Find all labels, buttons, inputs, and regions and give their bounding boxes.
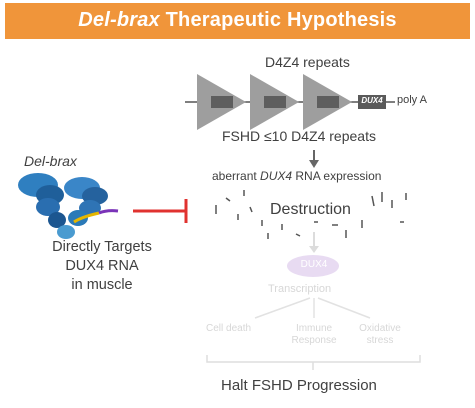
outcome-oxidative: Oxidative stress	[352, 323, 408, 347]
caption-line-1: Directly Targets	[52, 239, 152, 255]
outcome-immune-line1: Immune	[295, 323, 333, 334]
caption-line-3: in muscle	[71, 277, 133, 293]
polya-label: poly A	[397, 94, 427, 106]
faded-branch-right	[317, 297, 371, 319]
dux4-gene-box	[358, 95, 386, 109]
outcome-immune: Immune Response	[286, 323, 342, 347]
antibody-icon	[18, 173, 119, 239]
outcome-cell-death: Cell death	[206, 323, 252, 334]
d4z4-label: D4Z4 repeats	[265, 54, 350, 70]
destruction-label: Destruction	[270, 201, 351, 218]
outcome-oxidative-line1: Oxidative	[359, 323, 401, 334]
outcome-immune-line2: Response	[291, 335, 337, 346]
aberrant-expression-label: aberrant DUX4 RNA expression	[212, 169, 381, 183]
rna-fragments	[215, 190, 407, 239]
outcome-oxidative-line2: stress	[366, 335, 394, 346]
d4z4-repeat-3	[303, 74, 352, 130]
halt-progression-label: Halt FSHD Progression	[221, 377, 377, 394]
aberrant-prefix: aberrant	[212, 169, 261, 183]
aberrant-dux4: DUX4	[260, 169, 293, 183]
faded-branch-left	[254, 297, 311, 319]
aberrant-suffix: RNA expression	[292, 169, 382, 183]
drug-caption: Directly Targets DUX4 RNA in muscle	[13, 238, 191, 295]
faded-bracket	[206, 355, 421, 363]
dux4-protein-oval	[287, 255, 339, 277]
drug-label: Del-brax	[24, 153, 77, 169]
fshd-repeats-label: FSHD ≤10 D4Z4 repeats	[222, 128, 376, 144]
caption-line-2: DUX4 RNA	[65, 258, 139, 274]
d4z4-repeat-1	[197, 74, 246, 130]
d4z4-repeat-2	[250, 74, 299, 130]
title-drug-name: Del-brax	[78, 9, 160, 31]
title-text: Del-brax Therapeutic Hypothesis	[5, 9, 470, 32]
arrow-down-1-head	[309, 160, 319, 168]
dux4-protein-label: DUX4	[300, 259, 328, 270]
title-rest: Therapeutic Hypothesis	[159, 9, 397, 31]
transcription-label: Transcription	[268, 283, 332, 295]
dux4-gene-label: DUX4	[361, 96, 383, 105]
title-banner: Del-brax Therapeutic Hypothesis	[5, 3, 470, 39]
faded-arrow-1-head	[309, 246, 319, 253]
